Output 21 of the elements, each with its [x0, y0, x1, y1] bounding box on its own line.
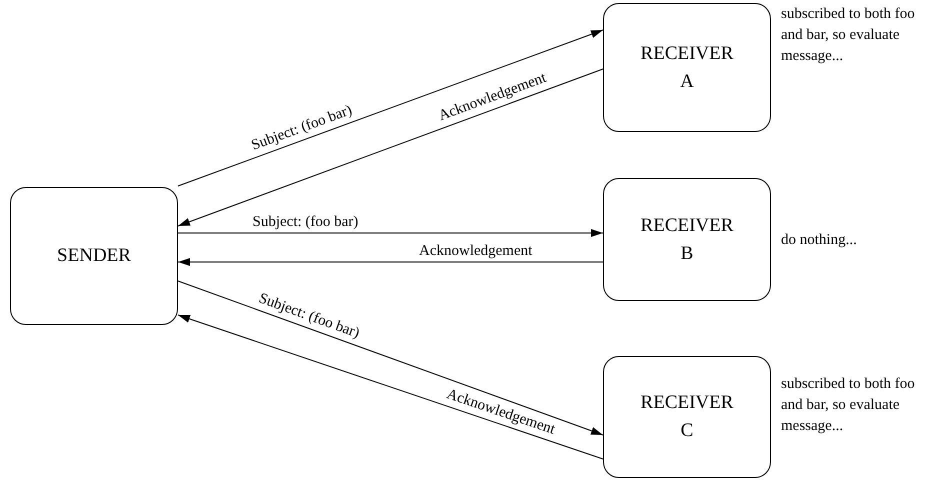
note-text: subscribed to both foo and bar, so evaluate message...: [781, 5, 916, 66]
node-label: RECEIVER C: [640, 391, 734, 443]
node-label: RECEIVER A: [640, 42, 734, 94]
node-label: RECEIVER B: [640, 214, 734, 266]
node-box: [603, 3, 771, 132]
edge-label: Subject: (foo bar): [256, 291, 363, 343]
arrow: [178, 68, 604, 226]
edge-label: Subject: (foo bar): [252, 214, 360, 230]
note-text: do nothing...: [781, 231, 858, 250]
node-label: SENDER: [57, 244, 131, 268]
note-text: subscribed to both foo and bar, so evaluate message...: [781, 375, 916, 436]
arrow: [178, 280, 604, 436]
arrow: [178, 30, 604, 186]
node-box: [603, 356, 771, 478]
node-box: [10, 187, 178, 325]
arrow: [178, 258, 604, 266]
arrow: [178, 229, 604, 237]
arrow: [178, 314, 604, 460]
edge-label: Subject: (foo bar): [248, 102, 355, 155]
node-box: [603, 178, 771, 301]
edge-label: Acknowledgement: [418, 244, 534, 258]
